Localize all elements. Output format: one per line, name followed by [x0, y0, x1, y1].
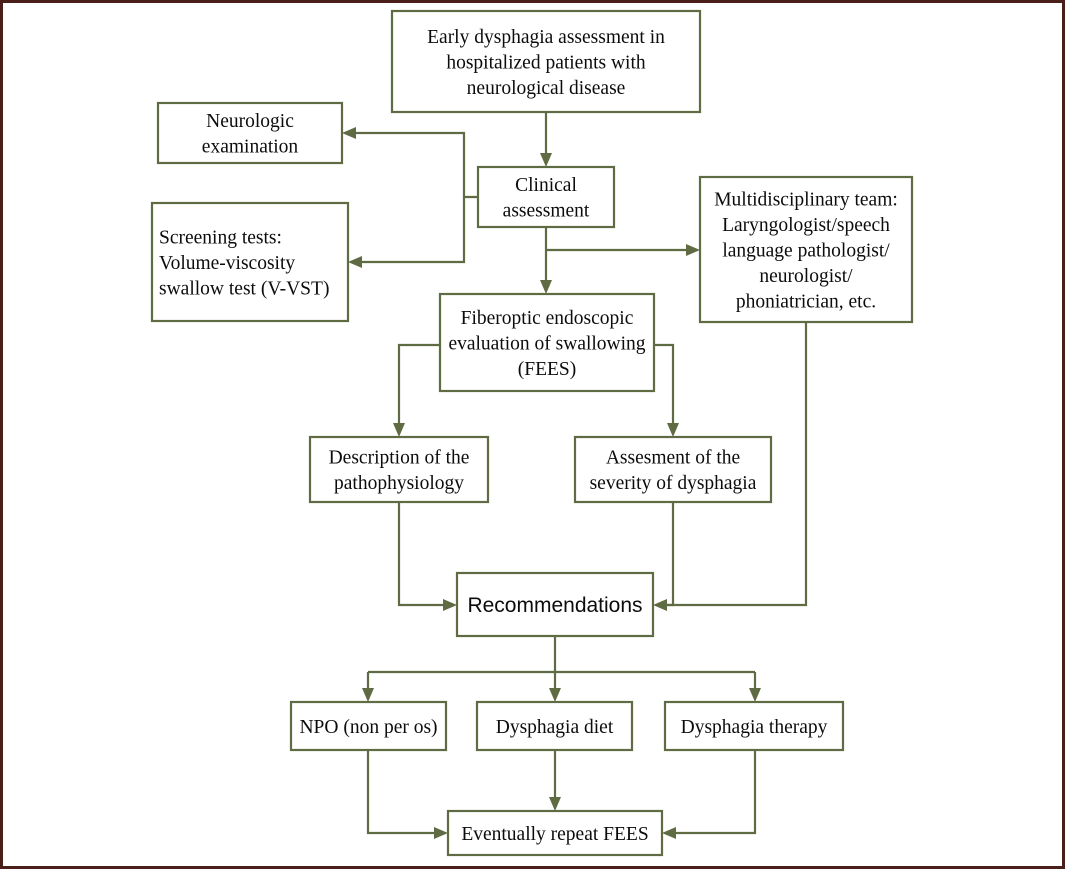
node-label-dysphagia-therapy: Dysphagia therapy [681, 717, 828, 738]
node-box-early-assessment [390, 9, 702, 114]
arrowhead-clinical-to-fees [540, 280, 552, 294]
arrowhead-recommendations-to-therapy [749, 688, 761, 702]
node-box-description-pathophysiology [308, 435, 490, 504]
node-box-dysphagia-therapy [663, 700, 845, 752]
arrowhead-start-to-clinical [540, 153, 552, 167]
node-box-eventually-repeat-fees [446, 809, 664, 857]
node-box-recommendations [455, 571, 655, 638]
arrowhead-diet-to-repeat-fees [549, 797, 561, 811]
arrowhead-fees-to-pathophysiology [393, 423, 405, 437]
edge-fees-to-severity [654, 343, 675, 428]
node-eventually-repeat-fees: Eventually repeat FEES [446, 809, 664, 857]
edge-npo-to-repeat-fees [366, 750, 439, 835]
node-box-clinical-assessment [476, 165, 616, 229]
node-box-multidisciplinary-team [698, 175, 914, 324]
arrowhead-severity-to-recommendations [653, 599, 667, 611]
node-box-assessment-severity-dysphagia [573, 435, 773, 504]
edge-team-to-recommendations [662, 322, 808, 607]
node-label-recommendations: Recommendations [467, 594, 642, 617]
arrowhead-npo-to-repeat-fees [434, 827, 448, 839]
node-recommendations: Recommendations [455, 571, 655, 638]
arrowhead-recommendations-to-diet [549, 688, 561, 702]
edge-fees-to-pathophysiology [397, 343, 440, 428]
node-label-npo-non-per-os: NPO (non per os) [299, 717, 437, 738]
connector-layer [342, 112, 808, 839]
node-label-dysphagia-diet: Dysphagia diet [496, 717, 614, 738]
arrowhead-fees-to-severity [667, 423, 679, 437]
node-dysphagia-therapy: Dysphagia therapy [663, 700, 845, 752]
node-box-neurologic-examination [156, 101, 344, 165]
node-dysphagia-diet: Dysphagia diet [475, 700, 634, 752]
node-label-multidisciplinary-team: Multidisciplinary team:Laryngologist/spe… [714, 189, 898, 312]
node-box-dysphagia-diet [475, 700, 634, 752]
node-box-npo-non-per-os [289, 700, 448, 752]
edge-therapy-to-repeat-fees [671, 750, 757, 835]
arrowhead-clinical-to-screening [348, 256, 362, 268]
arrowhead-clinical-to-neurologic [342, 127, 356, 139]
node-npo-non-per-os: NPO (non per os) [289, 700, 448, 752]
node-label-eventually-repeat-fees: Eventually repeat FEES [461, 824, 648, 845]
node-box-screening-tests [150, 201, 350, 323]
node-multidisciplinary-team: Multidisciplinary team:Laryngologist/spe… [698, 175, 914, 324]
edge-clinical-to-screening [357, 197, 466, 264]
arrowhead-recommendations-to-npo [362, 688, 374, 702]
arrowhead-pathophysiology-to-recommendations [443, 599, 457, 611]
arrowhead-clinical-to-team [686, 244, 700, 256]
edge-clinical-left-trunk [351, 131, 478, 199]
edge-pathophysiology-to-recommendations [397, 502, 448, 607]
arrowhead-therapy-to-repeat-fees [662, 827, 676, 839]
edge-severity-to-recommendations [662, 502, 675, 607]
node-box-fiberoptic-endoscopic-evaluation [438, 292, 656, 393]
